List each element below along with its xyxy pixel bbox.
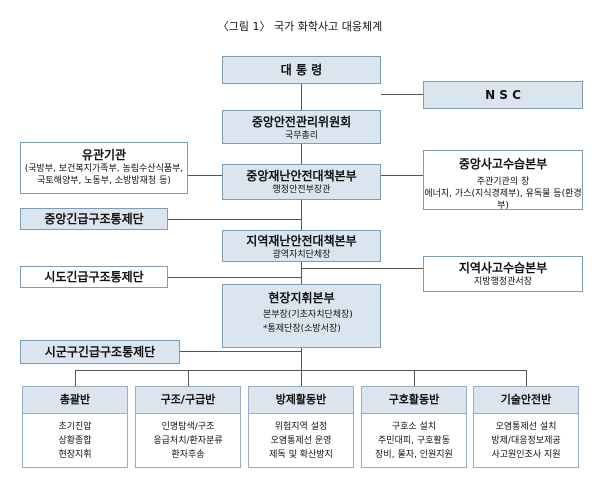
team-box: 구조/구급반 인명탐색/구조 응급처치/환자분류 환자후송 xyxy=(135,386,241,468)
regional-disaster-hq-title: 지역재난안전대책본부 xyxy=(246,234,357,248)
related-connector xyxy=(188,175,222,176)
team-task: 방제/대응정보제공 xyxy=(491,436,561,446)
regional-accident-hq-sub: 지방행정관서장 xyxy=(474,277,532,287)
central-disaster-hq-title: 중앙재난안전대책본부 xyxy=(246,169,357,183)
site-command-hq-sub: *통제단장(소방서장) xyxy=(263,324,341,334)
team-box: 기술안전반 오염통제선 설치 방제/대응정보제공 사고원인조사 지원 xyxy=(473,386,579,468)
team-drop-line xyxy=(414,370,415,386)
central-safety-committee-box: 중앙안전관리위원회 국무총리 xyxy=(222,110,381,144)
related-agencies-box: 유관기관 (국방부, 보건복지가족부, 농림수산식품부, 국토해양부, 노동부,… xyxy=(20,142,188,194)
team-drop-line xyxy=(75,370,76,386)
team-task: 초기진압 xyxy=(58,422,92,432)
provincial-rescue-team-box: 시도긴급구조통제단 xyxy=(20,266,168,288)
team-task: 오염통제선 운영 xyxy=(270,436,332,446)
central-rescue-team-box: 중앙긴급구조통제단 xyxy=(20,208,168,230)
related-agencies-title: 유관기관 xyxy=(81,148,127,162)
team-drop-line xyxy=(526,370,527,386)
related-agencies-sub: 국토해양부, 노동부, 소방방재청 등) xyxy=(37,176,171,186)
central-safety-committee-title: 중앙안전관리위원회 xyxy=(251,115,352,129)
site-command-hq-box: 현장지휘본부 본부장(기초자치단체장) *통제단장(소방서장) xyxy=(222,284,381,348)
spine-lower-line xyxy=(301,200,302,230)
central-safety-committee-sub: 국무총리 xyxy=(284,131,319,141)
team-task: 오염통제선 설치 xyxy=(495,422,557,432)
spine-site-line xyxy=(301,262,302,284)
spine-bottom-line xyxy=(301,348,302,370)
local-rescue-connector xyxy=(180,351,301,352)
central-accident-connector xyxy=(381,175,423,176)
team-task: 제독 및 확산방지 xyxy=(269,450,333,460)
team-drop-line xyxy=(188,370,189,386)
provincial-rescue-team-label: 시도긴급구조통제단 xyxy=(44,270,144,284)
team-task: 주민대피, 구호활동 xyxy=(378,436,450,446)
central-accident-hq-title: 중앙사고수습본부 xyxy=(458,157,548,171)
site-command-hq-sub: 본부장(기초자치단체장) xyxy=(263,310,353,320)
local-rescue-team-label: 시군구긴급구조통제단 xyxy=(44,345,156,359)
regional-accident-hq-box: 지역사고수습본부 지방행정관서장 xyxy=(423,256,583,292)
local-rescue-team-box: 시군구긴급구조통제단 xyxy=(20,340,180,364)
regional-accident-connector xyxy=(301,268,423,269)
central-rescue-connector xyxy=(168,219,301,220)
related-agencies-sub: (국방부, 보건복지가족부, 농림수산식품부, xyxy=(24,164,184,174)
team-drop-line xyxy=(301,370,302,386)
central-accident-hq-sub: 에너지, 가스(지식경제부), 유독물 등(환경부) xyxy=(424,189,582,210)
team-title: 방제활동반 xyxy=(249,387,353,414)
spine-mid-line xyxy=(301,144,302,164)
team-title: 구호활동반 xyxy=(362,387,466,414)
nsc-label: N S C xyxy=(485,88,521,102)
central-rescue-team-label: 중앙긴급구조통제단 xyxy=(44,212,144,226)
president-box: 대 통 령 xyxy=(222,56,381,84)
team-title: 구조/구급반 xyxy=(136,387,240,414)
team-box: 총괄반 초기진압 상황종합 현장지휘 xyxy=(22,386,128,468)
team-title: 기술안전반 xyxy=(474,387,578,414)
central-disaster-hq-box: 중앙재난안전대책본부 행정안전부장관 xyxy=(222,164,381,200)
nsc-box: N S C xyxy=(423,81,583,109)
provincial-rescue-connector xyxy=(168,277,301,278)
team-box: 방제활동반 위험지역 설정 오염통제선 운영 제독 및 확산방지 xyxy=(248,386,354,468)
team-task: 위험지역 설정 xyxy=(274,422,328,432)
president-label: 대 통 령 xyxy=(280,63,323,77)
central-accident-hq-sub: 주관기관의 장 xyxy=(476,177,530,187)
team-box: 구호활동반 구호소 설치 주민대피, 구호활동 장비, 물자, 인원지원 xyxy=(361,386,467,468)
regional-accident-hq-title: 지역사고수습본부 xyxy=(458,261,548,275)
team-title: 총괄반 xyxy=(23,387,127,414)
team-task: 응급처치/환자분류 xyxy=(153,436,223,446)
teams-horizontal-bus xyxy=(75,370,526,371)
team-task: 인명탐색/구조 xyxy=(161,422,215,432)
nsc-connector xyxy=(381,94,423,95)
team-task: 장비, 물자, 인원지원 xyxy=(375,450,453,460)
site-command-hq-title: 현장지휘본부 xyxy=(268,291,335,305)
central-disaster-hq-sub: 행정안전부장관 xyxy=(272,185,331,195)
figure-caption: 〈그림 1〉 국가 화학사고 대응체계 xyxy=(217,20,383,33)
central-accident-hq-box: 중앙사고수습본부 주관기관의 장 에너지, 가스(지식경제부), 유독물 등(환… xyxy=(423,150,583,210)
team-task: 사고원인조사 지원 xyxy=(491,450,561,460)
team-task: 환자후송 xyxy=(171,450,205,460)
spine-top-line xyxy=(301,84,302,110)
team-task: 상황종합 xyxy=(58,436,92,446)
team-task: 구호소 설치 xyxy=(391,422,437,432)
regional-disaster-hq-sub: 광역자치단체장 xyxy=(272,250,331,260)
team-task: 현장지휘 xyxy=(58,450,92,460)
regional-disaster-hq-box: 지역재난안전대책본부 광역자치단체장 xyxy=(222,230,381,262)
